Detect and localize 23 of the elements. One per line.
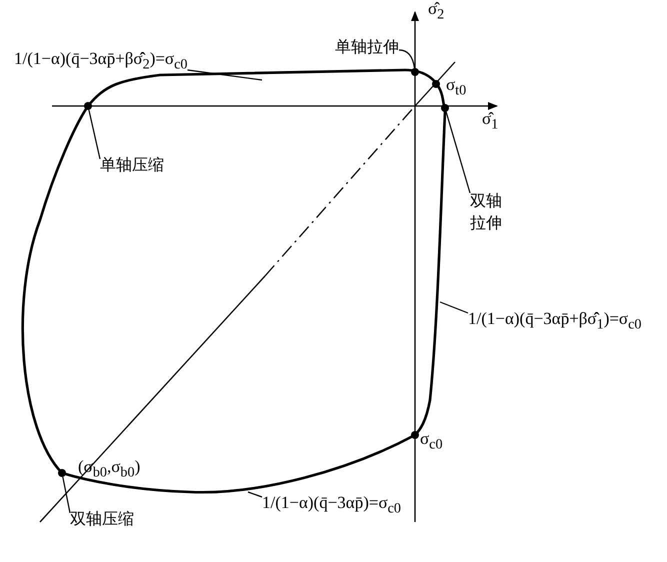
axis-label: σ̂$_{1}$ <box>482 110 498 133</box>
callout-label: 单轴压缩 <box>100 156 164 174</box>
formula-label: 1/(1−α)(q̄−3αp̄+βσ̂̂$_{1}$)=σ$_{c0}$ <box>468 310 642 333</box>
axis-label: σ̂$_{2}$ <box>428 0 444 23</box>
formula-label: 1/(1−α)(q̄−3αp̄)=σ$_{c0}$ <box>262 494 401 517</box>
leader-line <box>446 112 471 194</box>
point-marker <box>58 469 66 477</box>
leader-line <box>440 301 468 314</box>
leader-line <box>248 491 262 498</box>
callout-label: 双轴拉伸 <box>470 190 504 235</box>
point-marker <box>411 68 419 76</box>
leader-line <box>398 49 416 68</box>
leader-line <box>88 110 101 160</box>
point-marker <box>84 102 92 110</box>
point-label: σ$_{c0}$ <box>420 430 443 453</box>
formula-label: 1/(1−α)(q̄−3αp̄+βσ̂̂$_{2}$)=σ$_{c0}$ <box>14 50 188 73</box>
callout-label: 双轴压缩 <box>70 510 134 528</box>
point-marker <box>411 431 419 439</box>
point-label: σ$_{t0}$ <box>446 76 466 99</box>
leader-line <box>187 69 262 81</box>
callout-label: 单轴拉伸 <box>335 38 399 56</box>
point-marker <box>441 104 449 112</box>
leader-line <box>62 476 71 514</box>
